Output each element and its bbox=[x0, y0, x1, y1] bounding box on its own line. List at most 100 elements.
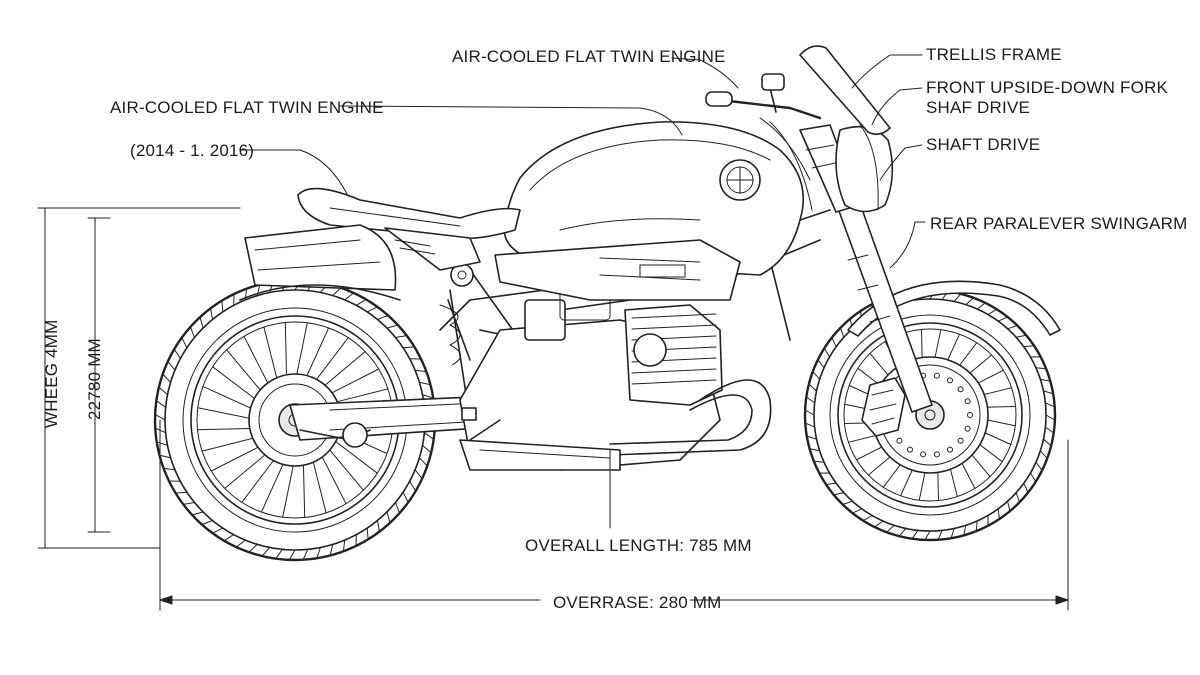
label-top-engine: AIR-COOLED FLAT TWIN ENGINE bbox=[452, 47, 726, 66]
rear-tread-mark bbox=[223, 534, 235, 542]
rear-tread-mark bbox=[210, 307, 213, 320]
rear-tread-mark bbox=[173, 348, 181, 360]
front-fender bbox=[847, 280, 1061, 337]
front-tread-mark bbox=[1035, 461, 1043, 471]
disc-hole bbox=[964, 398, 971, 405]
front-tread-mark bbox=[1015, 334, 1027, 338]
front-tread-mark bbox=[1030, 472, 1037, 483]
cylinder-fin bbox=[631, 324, 717, 330]
headlight bbox=[799, 45, 894, 213]
front-tread-mark bbox=[987, 308, 998, 315]
label-years: (2014 - 1. 2016) bbox=[130, 141, 254, 160]
disc-hole bbox=[933, 372, 940, 379]
rear-tread-mark bbox=[355, 298, 367, 306]
front-tread-mark bbox=[808, 383, 817, 392]
front-tread-mark bbox=[1045, 414, 1056, 421]
cylinder-fin bbox=[631, 313, 717, 319]
front-tread-mark bbox=[1007, 500, 1011, 512]
rear-tread-mark bbox=[162, 373, 172, 383]
dimension-lines bbox=[37, 207, 1069, 611]
rear-tread-mark bbox=[248, 543, 258, 553]
disc-hole bbox=[907, 446, 913, 453]
front-tread-mark bbox=[1039, 378, 1051, 382]
rear-tread-mark bbox=[288, 549, 296, 561]
front-tread-mark bbox=[823, 347, 830, 358]
rear-tread-mark bbox=[377, 520, 380, 533]
rear-tread-mark bbox=[159, 454, 172, 459]
engine-block bbox=[459, 289, 772, 471]
disc-hole bbox=[957, 437, 964, 444]
label-shaft-drive-overlap: SHAF DRIVE bbox=[926, 98, 1030, 117]
front-tread-mark bbox=[812, 371, 821, 380]
front-tread-mark bbox=[806, 435, 817, 440]
label-dim-inner: 22780 MM bbox=[85, 338, 104, 420]
disc-hole bbox=[957, 386, 964, 393]
rear-tread-mark bbox=[409, 480, 417, 492]
front-tread-mark bbox=[1023, 482, 1029, 493]
rear-tread-mark bbox=[418, 381, 431, 386]
rear-tread-mark bbox=[418, 457, 428, 467]
rear-tread-mark bbox=[158, 386, 168, 396]
label-trellis-frame: TRELLIS FRAME bbox=[926, 45, 1062, 64]
rear-tread-mark bbox=[156, 441, 168, 446]
rear-tread-mark bbox=[154, 413, 166, 421]
front-tread-mark bbox=[831, 337, 837, 348]
front-tread-mark bbox=[1015, 492, 1020, 503]
rear-tread-mark bbox=[189, 326, 195, 338]
front-tread-mark bbox=[911, 529, 919, 540]
rear-tread-mark bbox=[181, 337, 188, 349]
rear-tread-mark bbox=[342, 539, 346, 552]
front-tread-mark bbox=[809, 448, 821, 452]
rear-tread-mark bbox=[182, 502, 195, 505]
front-wheel bbox=[803, 288, 1057, 542]
front-tread-mark bbox=[833, 492, 845, 496]
front-tread-mark bbox=[840, 327, 845, 338]
rear-tread-mark bbox=[332, 287, 342, 297]
fuel-tank bbox=[494, 121, 805, 301]
rear-tread-mark bbox=[344, 292, 355, 301]
rear-tread-mark bbox=[377, 314, 389, 320]
rear-tread-mark bbox=[414, 369, 427, 373]
disc-hole bbox=[967, 412, 973, 418]
callout-leaders bbox=[239, 54, 926, 269]
front-tread-mark bbox=[804, 409, 815, 416]
label-left-engine: AIR-COOLED FLAT TWIN ENGINE bbox=[110, 98, 384, 117]
rear-tread-mark bbox=[422, 444, 432, 454]
rear-tread-mark bbox=[167, 360, 176, 371]
front-tread-mark bbox=[997, 316, 1008, 322]
rear-tread-mark bbox=[386, 324, 399, 329]
front-tread-mark bbox=[1043, 438, 1052, 447]
front-tread-mark bbox=[975, 520, 978, 532]
disc-hole bbox=[947, 446, 953, 453]
rear-tread-mark bbox=[212, 527, 224, 534]
front-tread-mark bbox=[1039, 450, 1048, 459]
rear-tread-mark bbox=[302, 548, 309, 561]
disc-hole bbox=[933, 451, 940, 458]
front-tread-mark bbox=[862, 515, 873, 522]
front-tread-mark bbox=[842, 500, 853, 505]
rear-tread-mark bbox=[423, 432, 435, 440]
rear-tread-mark bbox=[163, 467, 176, 471]
rear-tread-mark bbox=[201, 520, 213, 526]
rear-tread-mark bbox=[199, 316, 204, 329]
front-tread-mark bbox=[1007, 325, 1018, 330]
rear-tread-mark bbox=[329, 543, 334, 556]
rear-tread-mark bbox=[235, 539, 246, 548]
front-tread-mark bbox=[825, 482, 837, 485]
rear-tread-mark bbox=[366, 527, 369, 540]
front-tread-mark bbox=[817, 359, 825, 369]
rear-tread-mark bbox=[366, 306, 378, 313]
front-tread-mark bbox=[950, 528, 955, 539]
front-tread-mark bbox=[898, 528, 907, 537]
rear-fender bbox=[239, 224, 401, 301]
cylinder-fin bbox=[631, 368, 717, 374]
rear-tread-mark bbox=[175, 491, 188, 494]
rear-tread-mark bbox=[261, 547, 271, 557]
rear-tread-mark bbox=[395, 502, 401, 514]
disc-hole bbox=[920, 451, 927, 458]
label-front-fork: FRONT UPSIDE-DOWN FORK bbox=[926, 78, 1169, 97]
label-rear-swingarm: REAR PARALEVER SWINGARM bbox=[930, 214, 1187, 233]
front-tread-mark bbox=[1043, 390, 1054, 395]
front-tread-mark bbox=[852, 508, 863, 514]
